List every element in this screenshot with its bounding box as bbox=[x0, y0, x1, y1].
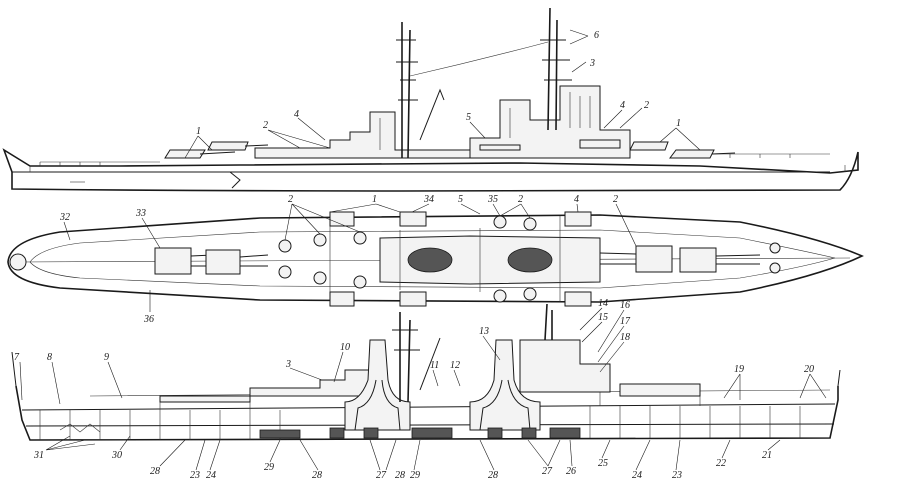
profile-hull bbox=[2, 148, 859, 192]
plan-hull bbox=[7, 214, 864, 303]
callout-label: 28 bbox=[488, 470, 498, 481]
callout-label: 1 bbox=[676, 118, 681, 129]
callout-label: 4 bbox=[294, 109, 299, 120]
aft-mast bbox=[547, 7, 558, 131]
section-view bbox=[11, 303, 841, 441]
plan-view bbox=[7, 211, 864, 307]
turret-a bbox=[164, 149, 206, 159]
callout-label: 1 bbox=[196, 126, 201, 137]
callout-label: 25 bbox=[598, 458, 608, 469]
deck-rail bbox=[39, 153, 830, 166]
callout-label: 1 bbox=[372, 194, 377, 205]
aft-uptakes bbox=[469, 339, 541, 431]
callout-label: 17 bbox=[620, 316, 631, 327]
callout-label: 4 bbox=[574, 194, 579, 205]
aft-superstructure bbox=[469, 85, 631, 159]
callout-label: 3 bbox=[285, 359, 291, 370]
callout-label: 29 bbox=[264, 462, 274, 473]
callout-label: 20 bbox=[804, 364, 814, 375]
turret-b bbox=[207, 141, 249, 151]
forward-superstructure bbox=[254, 111, 471, 159]
forward-mast bbox=[401, 22, 411, 159]
turret-x bbox=[629, 141, 669, 151]
callout-label: 2 bbox=[518, 194, 523, 205]
callout-label: 12 bbox=[450, 360, 460, 371]
callout-label: 2 bbox=[613, 194, 618, 205]
callout-label: 4 bbox=[620, 100, 625, 111]
callout-label: 11 bbox=[430, 360, 439, 371]
callout-label: 22 bbox=[716, 458, 726, 469]
plan-funnel-aft bbox=[507, 247, 553, 273]
callout-label: 2 bbox=[288, 194, 293, 205]
callout-label: 29 bbox=[410, 470, 420, 481]
callout-label: 23 bbox=[190, 470, 200, 481]
callout-labels: 1 2 4 3 5 4 2 1 6 32 33 2 1 34 5 35 2 4 … bbox=[14, 30, 814, 481]
plan-turrets bbox=[154, 245, 761, 275]
plan-funnel-fwd bbox=[407, 247, 453, 273]
callout-label: 27 bbox=[542, 466, 553, 477]
turret-y bbox=[669, 149, 715, 159]
callout-label: 28 bbox=[312, 470, 322, 481]
callout-label: 18 bbox=[620, 332, 630, 343]
callout-label: 5 bbox=[466, 112, 471, 123]
callout-label: 23 bbox=[672, 470, 682, 481]
callout-label: 10 bbox=[340, 342, 350, 353]
callout-label: 24 bbox=[206, 470, 216, 481]
callout-label: 3 bbox=[589, 58, 595, 69]
callout-label: 14 bbox=[598, 298, 608, 309]
callout-label: 2 bbox=[644, 100, 649, 111]
section-hull bbox=[15, 385, 839, 441]
profile-view bbox=[2, 7, 859, 192]
callout-label: 36 bbox=[143, 314, 154, 325]
leader-lines bbox=[19, 29, 827, 471]
callout-label: 13 bbox=[479, 326, 489, 337]
callout-label: 9 bbox=[104, 352, 109, 363]
callout-label: 24 bbox=[632, 470, 642, 481]
callout-label: 32 bbox=[59, 212, 70, 223]
callout-label: 30 bbox=[111, 450, 122, 461]
callout-label: 15 bbox=[598, 312, 608, 323]
callout-label: 6 bbox=[594, 30, 599, 41]
callout-label: 28 bbox=[150, 466, 160, 477]
section-superstructure bbox=[159, 369, 381, 403]
callout-label: 21 bbox=[762, 450, 772, 461]
callout-label: 33 bbox=[135, 208, 146, 219]
callout-label: 2 bbox=[263, 120, 268, 131]
callout-label: 7 bbox=[14, 352, 20, 363]
secondary-mounts bbox=[9, 215, 781, 303]
machinery bbox=[259, 427, 581, 439]
callout-label: 8 bbox=[47, 352, 52, 363]
callout-label: 26 bbox=[566, 466, 576, 477]
callout-label: 28 bbox=[395, 470, 405, 481]
callout-label: 35 bbox=[487, 194, 498, 205]
callout-label: 34 bbox=[423, 194, 434, 205]
callout-label: 27 bbox=[376, 470, 387, 481]
fwd-uptakes bbox=[344, 339, 411, 431]
callout-label: 31 bbox=[33, 450, 44, 461]
callout-label: 19 bbox=[734, 364, 744, 375]
callout-label: 5 bbox=[458, 194, 463, 205]
callout-label: 16 bbox=[620, 300, 630, 311]
